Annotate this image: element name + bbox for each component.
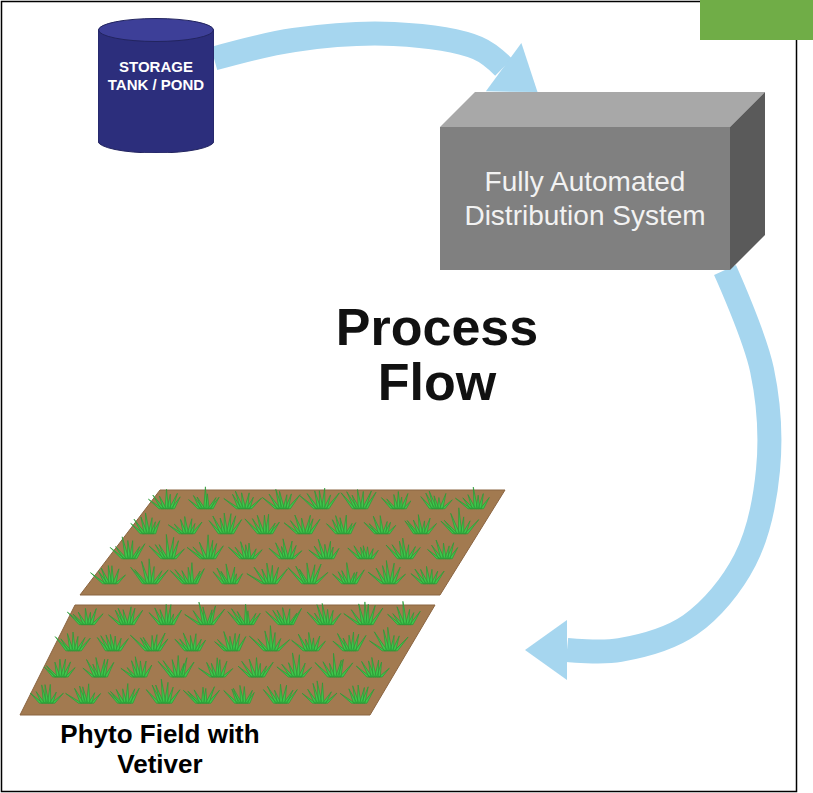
- vetiver-clump: [44, 659, 75, 677]
- vetiver-clump: [224, 491, 262, 509]
- vetiver-clump: [168, 517, 202, 534]
- vetiver-clump: [333, 563, 365, 584]
- soil-plot: [80, 490, 505, 595]
- vetiver-clump: [262, 489, 300, 508]
- vetiver-clump: [109, 607, 143, 625]
- vetiver-clump: [30, 684, 63, 703]
- vetiver-clump: [215, 632, 246, 651]
- vetiver-clump: [370, 627, 409, 651]
- vetiver-clump: [131, 559, 169, 584]
- vetiver-clump: [187, 535, 223, 559]
- flow-arrow: [214, 34, 538, 92]
- vetiver-clump: [108, 684, 139, 704]
- vetiver-clump: [421, 491, 453, 509]
- vetiver-clump: [170, 563, 204, 584]
- vetiver-clump: [228, 604, 261, 624]
- vetiver-clump: [288, 563, 328, 584]
- corner-tab: [700, 0, 813, 40]
- vetiver-clump: [277, 653, 312, 677]
- box-side: [730, 92, 765, 270]
- vetiver-clump: [266, 608, 302, 625]
- vetiver-clump: [91, 566, 126, 584]
- vetiver-clump: [97, 634, 128, 650]
- vetiver-clump: [148, 489, 180, 509]
- vetiver-clump: [249, 626, 289, 651]
- vetiver-clump: [309, 539, 339, 559]
- box-top: [440, 92, 765, 127]
- vetiver-clump: [189, 487, 220, 509]
- diagram-title-label: Process Flow: [287, 300, 587, 409]
- vetiver-clump: [158, 656, 194, 678]
- vetiver-clump: [263, 684, 297, 703]
- vetiver-clump: [411, 566, 444, 583]
- vetiver-clump: [183, 687, 219, 704]
- vetiver-clump: [455, 487, 489, 509]
- vetiver-clump: [300, 488, 339, 509]
- vetiver-clump: [131, 513, 160, 534]
- vetiver-clump: [441, 508, 479, 534]
- flow-band: [567, 270, 769, 651]
- arrow-head: [486, 43, 538, 92]
- page-frame: [2, 2, 797, 792]
- vetiver-clump: [269, 539, 302, 559]
- vetiver-clump: [405, 515, 437, 534]
- vetiver-clump: [130, 633, 168, 651]
- vetiver-clump: [348, 546, 379, 559]
- vetiver-clump: [55, 632, 90, 651]
- vetiver-clump: [83, 658, 114, 678]
- node-label: STORAGE TANK / POND: [101, 58, 211, 94]
- vetiver-clump: [333, 632, 366, 651]
- vetiver-clump: [428, 540, 458, 559]
- vetiver-clump: [146, 679, 180, 703]
- vetiver-clump: [388, 601, 421, 624]
- vetiver-clump: [292, 632, 326, 650]
- phyto-field: Phyto Field with Vetiver: [10, 470, 525, 788]
- vetiver-clump: [381, 491, 410, 508]
- vetiver-clump: [386, 538, 420, 559]
- vetiver-clump: [245, 514, 280, 534]
- vetiver-clump: [327, 515, 356, 534]
- vetiver-clump: [121, 657, 152, 677]
- tank-body: [98, 30, 214, 153]
- vetiver-clump: [149, 534, 184, 558]
- vetiver-clump: [224, 685, 254, 703]
- vetiver-clump: [247, 563, 288, 584]
- vetiver-clump: [175, 633, 206, 651]
- vetiver-clump: [110, 537, 145, 559]
- vetiver-clump: [315, 653, 353, 677]
- flow-band: [214, 34, 504, 68]
- vetiver-clump: [364, 516, 396, 534]
- vetiver-clump: [229, 542, 263, 559]
- vetiver-clump: [340, 685, 374, 703]
- vetiver-clump: [149, 604, 182, 624]
- vetiver-clump: [307, 603, 341, 624]
- vetiver-clump: [344, 602, 383, 625]
- vetiver-clump: [209, 513, 242, 534]
- flow-arrow: [525, 270, 769, 680]
- vetiver-clump: [238, 658, 273, 677]
- box-front: [440, 127, 730, 270]
- vetiver-clump: [284, 515, 320, 534]
- vetiver-clump: [67, 608, 103, 624]
- storage-tank: STORAGE TANK / POND: [98, 18, 214, 153]
- vetiver-clump: [213, 564, 243, 584]
- vetiver-clump: [185, 602, 225, 625]
- distribution-box: Fully Automated Distribution System: [440, 92, 765, 270]
- vetiver-clump: [199, 658, 233, 677]
- vetiver-clump: [302, 681, 337, 703]
- tank-top: [99, 19, 214, 42]
- arrow-head: [525, 620, 567, 680]
- node-label: Fully Automated Distribution System: [448, 165, 722, 232]
- vetiver-clump: [66, 684, 101, 703]
- field-heading: Phyto Field with Vetiver: [20, 720, 300, 780]
- vetiver-clump: [356, 657, 389, 677]
- vetiver-plots: [20, 487, 505, 715]
- vetiver-clump: [341, 490, 376, 509]
- vetiver-clump: [368, 561, 405, 584]
